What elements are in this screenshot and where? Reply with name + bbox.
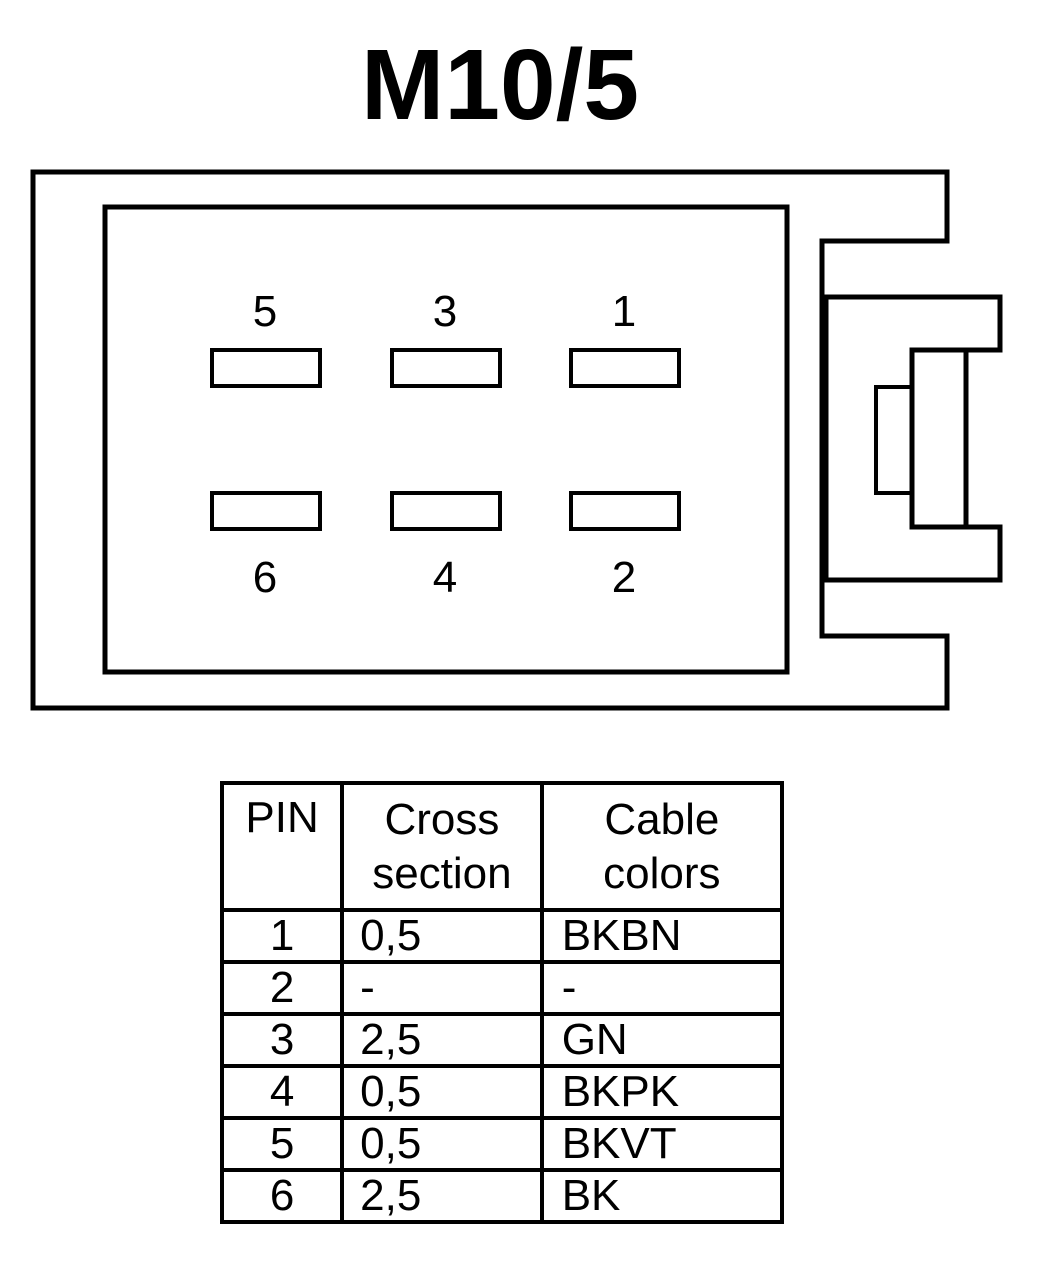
cable-color-cell: - [539, 960, 785, 1016]
latch-tab [874, 385, 914, 495]
pin-cell: 4 [219, 1064, 345, 1120]
pin-cell: 2 [219, 960, 345, 1016]
pin-assignment-table: PIN Cross section Cable colors 1 0,5 BKB… [219, 781, 785, 1224]
cable-color-cell: BKVT [539, 1116, 785, 1172]
cable-color-cell: BKBN [539, 908, 785, 964]
table-row: 5 0,5 BKVT [219, 1116, 785, 1172]
table-row: 4 0,5 BKPK [219, 1064, 785, 1120]
header-cable-colors-line2: colors [603, 848, 721, 898]
header-cross-section-line2: section [372, 848, 512, 898]
latch-inner-frame [909, 347, 966, 530]
cross-section-cell: 0,5 [340, 1064, 544, 1120]
pin-label: 1 [612, 287, 636, 336]
table-row: 6 2,5 BK [219, 1168, 785, 1224]
table-row: 2 - - [219, 960, 785, 1016]
pin-label: 3 [433, 287, 457, 336]
cross-section-cell: 0,5 [340, 908, 544, 964]
cable-color-cell: BK [539, 1168, 785, 1224]
cable-color-cell: GN [539, 1012, 785, 1068]
pin-slot [210, 491, 322, 531]
header-cross-section-line1: Cross [384, 794, 500, 844]
pin-cell: 5 [219, 1116, 345, 1172]
pin-slot [390, 491, 502, 531]
pin-slot [210, 348, 322, 388]
pin-cell: 6 [219, 1168, 345, 1224]
header-cross-section: Cross section [340, 781, 544, 912]
connector-diagram: 5 3 1 6 4 2 [30, 169, 1003, 711]
pin-slot [569, 491, 681, 531]
connector-cavity [102, 204, 790, 675]
pin-label: 5 [253, 287, 277, 336]
cross-section-cell: 2,5 [340, 1012, 544, 1068]
header-cable-colors: Cable colors [539, 781, 785, 912]
cross-section-cell: 2,5 [340, 1168, 544, 1224]
pin-cell: 3 [219, 1012, 345, 1068]
table-row: 1 0,5 BKBN [219, 908, 785, 964]
cable-color-cell: BKPK [539, 1064, 785, 1120]
table-row: 3 2,5 GN [219, 1012, 785, 1068]
cross-section-cell: - [340, 960, 544, 1016]
pin-cell: 1 [219, 908, 345, 964]
pin-label: 4 [433, 553, 457, 602]
header-pin-label: PIN [245, 793, 319, 842]
pin-label: 6 [253, 553, 277, 602]
pin-slot [390, 348, 502, 388]
connector-housing [30, 169, 950, 711]
header-pin: PIN [219, 781, 345, 912]
pin-slot [569, 348, 681, 388]
header-cable-colors-line1: Cable [604, 794, 720, 844]
cross-section-cell: 0,5 [340, 1116, 544, 1172]
diagram-title: M10/5 [361, 29, 639, 141]
table-header-row: PIN Cross section Cable colors [219, 781, 785, 912]
pin-label: 2 [612, 553, 636, 602]
